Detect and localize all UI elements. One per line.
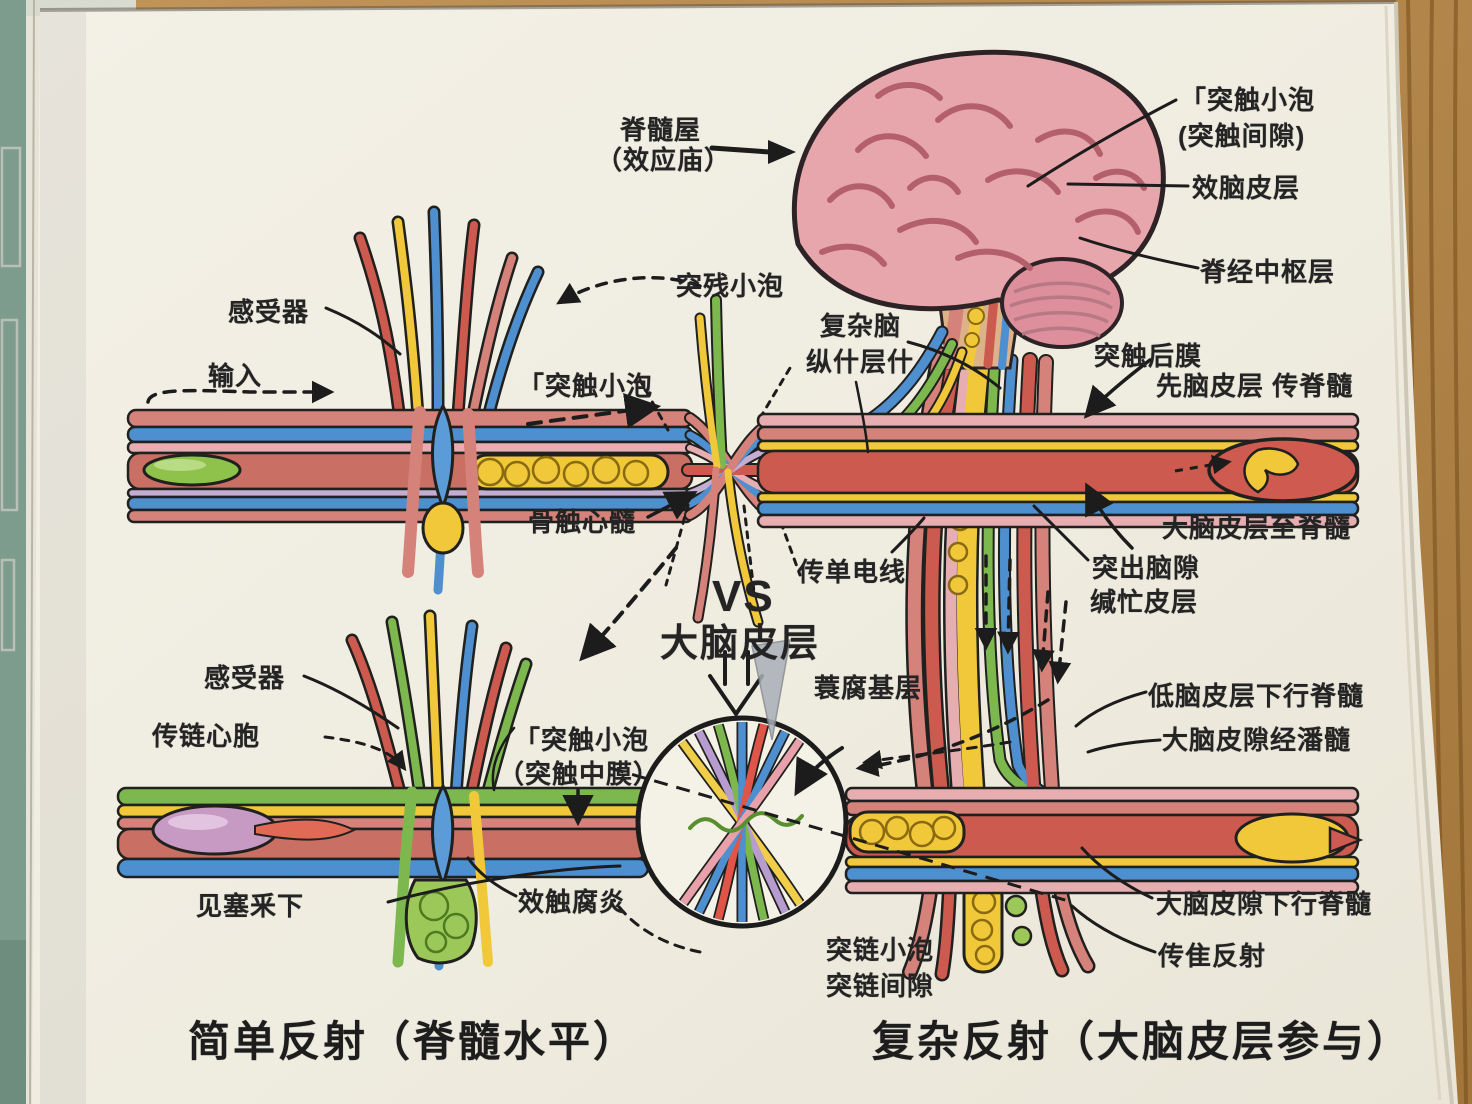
myelin-chain-upper: [468, 453, 670, 491]
annotation-lines: [146, 98, 1200, 954]
dorsal-fibers-upper-junction: [353, 205, 545, 432]
cell-nucleus-yellow: [421, 501, 465, 555]
lower-right-nerve-bundle: [844, 786, 1364, 895]
cell-nucleus-green: [404, 878, 478, 965]
page-ghost-sketch: [0, 146, 22, 652]
effector-tip-red: [1328, 826, 1364, 854]
brain: [791, 49, 1166, 349]
myelin-chain-lower: [848, 810, 966, 854]
brain-gyri: [819, 81, 1147, 271]
synapse-inset-circle: [635, 715, 849, 929]
vs-down-arrow: [708, 650, 764, 718]
lower-left-nerve-bundle: [116, 786, 650, 879]
dashed-path-through-synapse: [609, 766, 1073, 904]
dorsal-fibers-lower-junction: [345, 609, 533, 813]
effector-core-yellow: [1243, 447, 1300, 494]
lower-junction-cell: [392, 782, 493, 971]
nerve-ending-spike: [254, 818, 357, 841]
upper-junction-cell: [402, 402, 484, 595]
gray-pointer-triangle: [751, 639, 791, 741]
upper-right-nerve-bundle: [756, 412, 1360, 529]
synapse-terminal-squiggle: [688, 811, 804, 833]
cerebellum: [1000, 257, 1124, 349]
